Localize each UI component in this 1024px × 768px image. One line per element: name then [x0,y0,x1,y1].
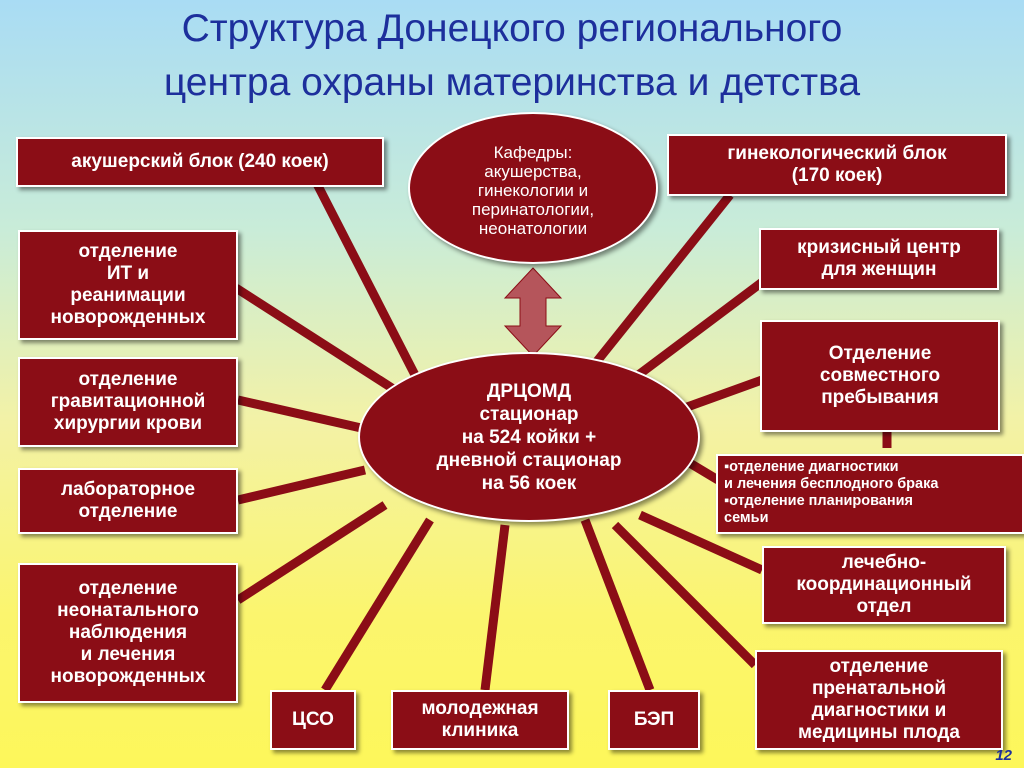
youth-clinic-box: молодежная клиника [391,690,569,750]
diagnostics-family-planning-label: ▪отделение диагностики и лечения бесплод… [724,459,939,526]
connector-icu [233,284,398,394]
laboratory-label: лабораторное отделение [60,479,196,522]
double-arrow-icon [503,267,563,357]
crisis-center-box: кризисный центр для женщин [759,228,999,290]
coordination-dept-box: лечебно- координационный отдел [762,546,1006,624]
page-number: 12 [995,747,1012,764]
connector-youth-clinic [480,524,510,691]
neonatal-observation-label: отделение неонатального наблюдения и леч… [50,578,206,687]
neonatal-observation-box: отделение неонатального наблюдения и леч… [18,563,238,703]
connector-bep [580,518,655,692]
obstetric-block-box: акушерский блок (240 коек) [16,137,384,187]
connector-gynecology [586,192,734,373]
connector-crisis [622,276,768,389]
icu-label: отделение ИТ и реанимации новорожденных [50,241,206,328]
gravitational-surgery-box: отделение гравитационной хирургии крови [18,357,238,447]
connector-cso [321,517,434,693]
gravitational-surgery-label: отделение гравитационной хирургии крови [50,369,206,434]
connector-prenatal [611,521,759,669]
title-line-2: центра охраны материнства и детства [163,61,861,104]
icu-box: отделение ИТ и реанимации новорожденных [18,230,238,340]
center-node: ДРЦОМД стационар на 524 койки + дневной … [358,352,700,522]
laboratory-box: лабораторное отделение [18,468,238,534]
bep-label: БЭП [633,709,675,730]
coordination-dept-label: лечебно- координационный отдел [796,552,972,617]
obstetric-block-label: акушерский блок (240 коек) [71,151,329,172]
connector-neonatal [235,501,388,604]
joint-stay-label: Отделение совместного пребывания [819,343,941,408]
title-line-1: Структура Донецкого регионального [181,7,843,50]
crisis-center-label: кризисный центр для женщин [797,237,961,280]
page-title: Структура Донецкого регионального центра… [0,2,1024,110]
bep-box: БЭП [608,690,700,750]
gynecology-block-box: гинекологический блок (170 коек) [667,134,1007,196]
center-node-label: ДРЦОМД стационар на 524 койки + дневной … [436,380,622,494]
connector-obstetric [310,177,420,378]
youth-clinic-label: молодежная клиника [421,698,539,741]
connector-laboratory [236,465,367,505]
prenatal-diagnostics-label: отделение пренатальной диагностики и мед… [798,656,960,743]
cso-label: ЦСО [292,709,334,730]
joint-stay-box: Отделение совместного пребывания [760,320,1000,432]
departments-node: Кафедры: акушерства, гинекологии и перин… [408,112,658,264]
diagnostics-family-planning-box: ▪отделение диагностики и лечения бесплод… [716,454,1024,534]
departments-node-label: Кафедры: акушерства, гинекологии и перин… [471,142,595,238]
connector-coordination [638,510,764,575]
gynecology-block-label: гинекологический блок (170 коек) [727,143,947,186]
connector-gravitational [237,395,371,435]
cso-box: ЦСО [270,690,356,750]
prenatal-diagnostics-box: отделение пренатальной диагностики и мед… [755,650,1003,750]
connector-diagnostics [685,458,721,484]
